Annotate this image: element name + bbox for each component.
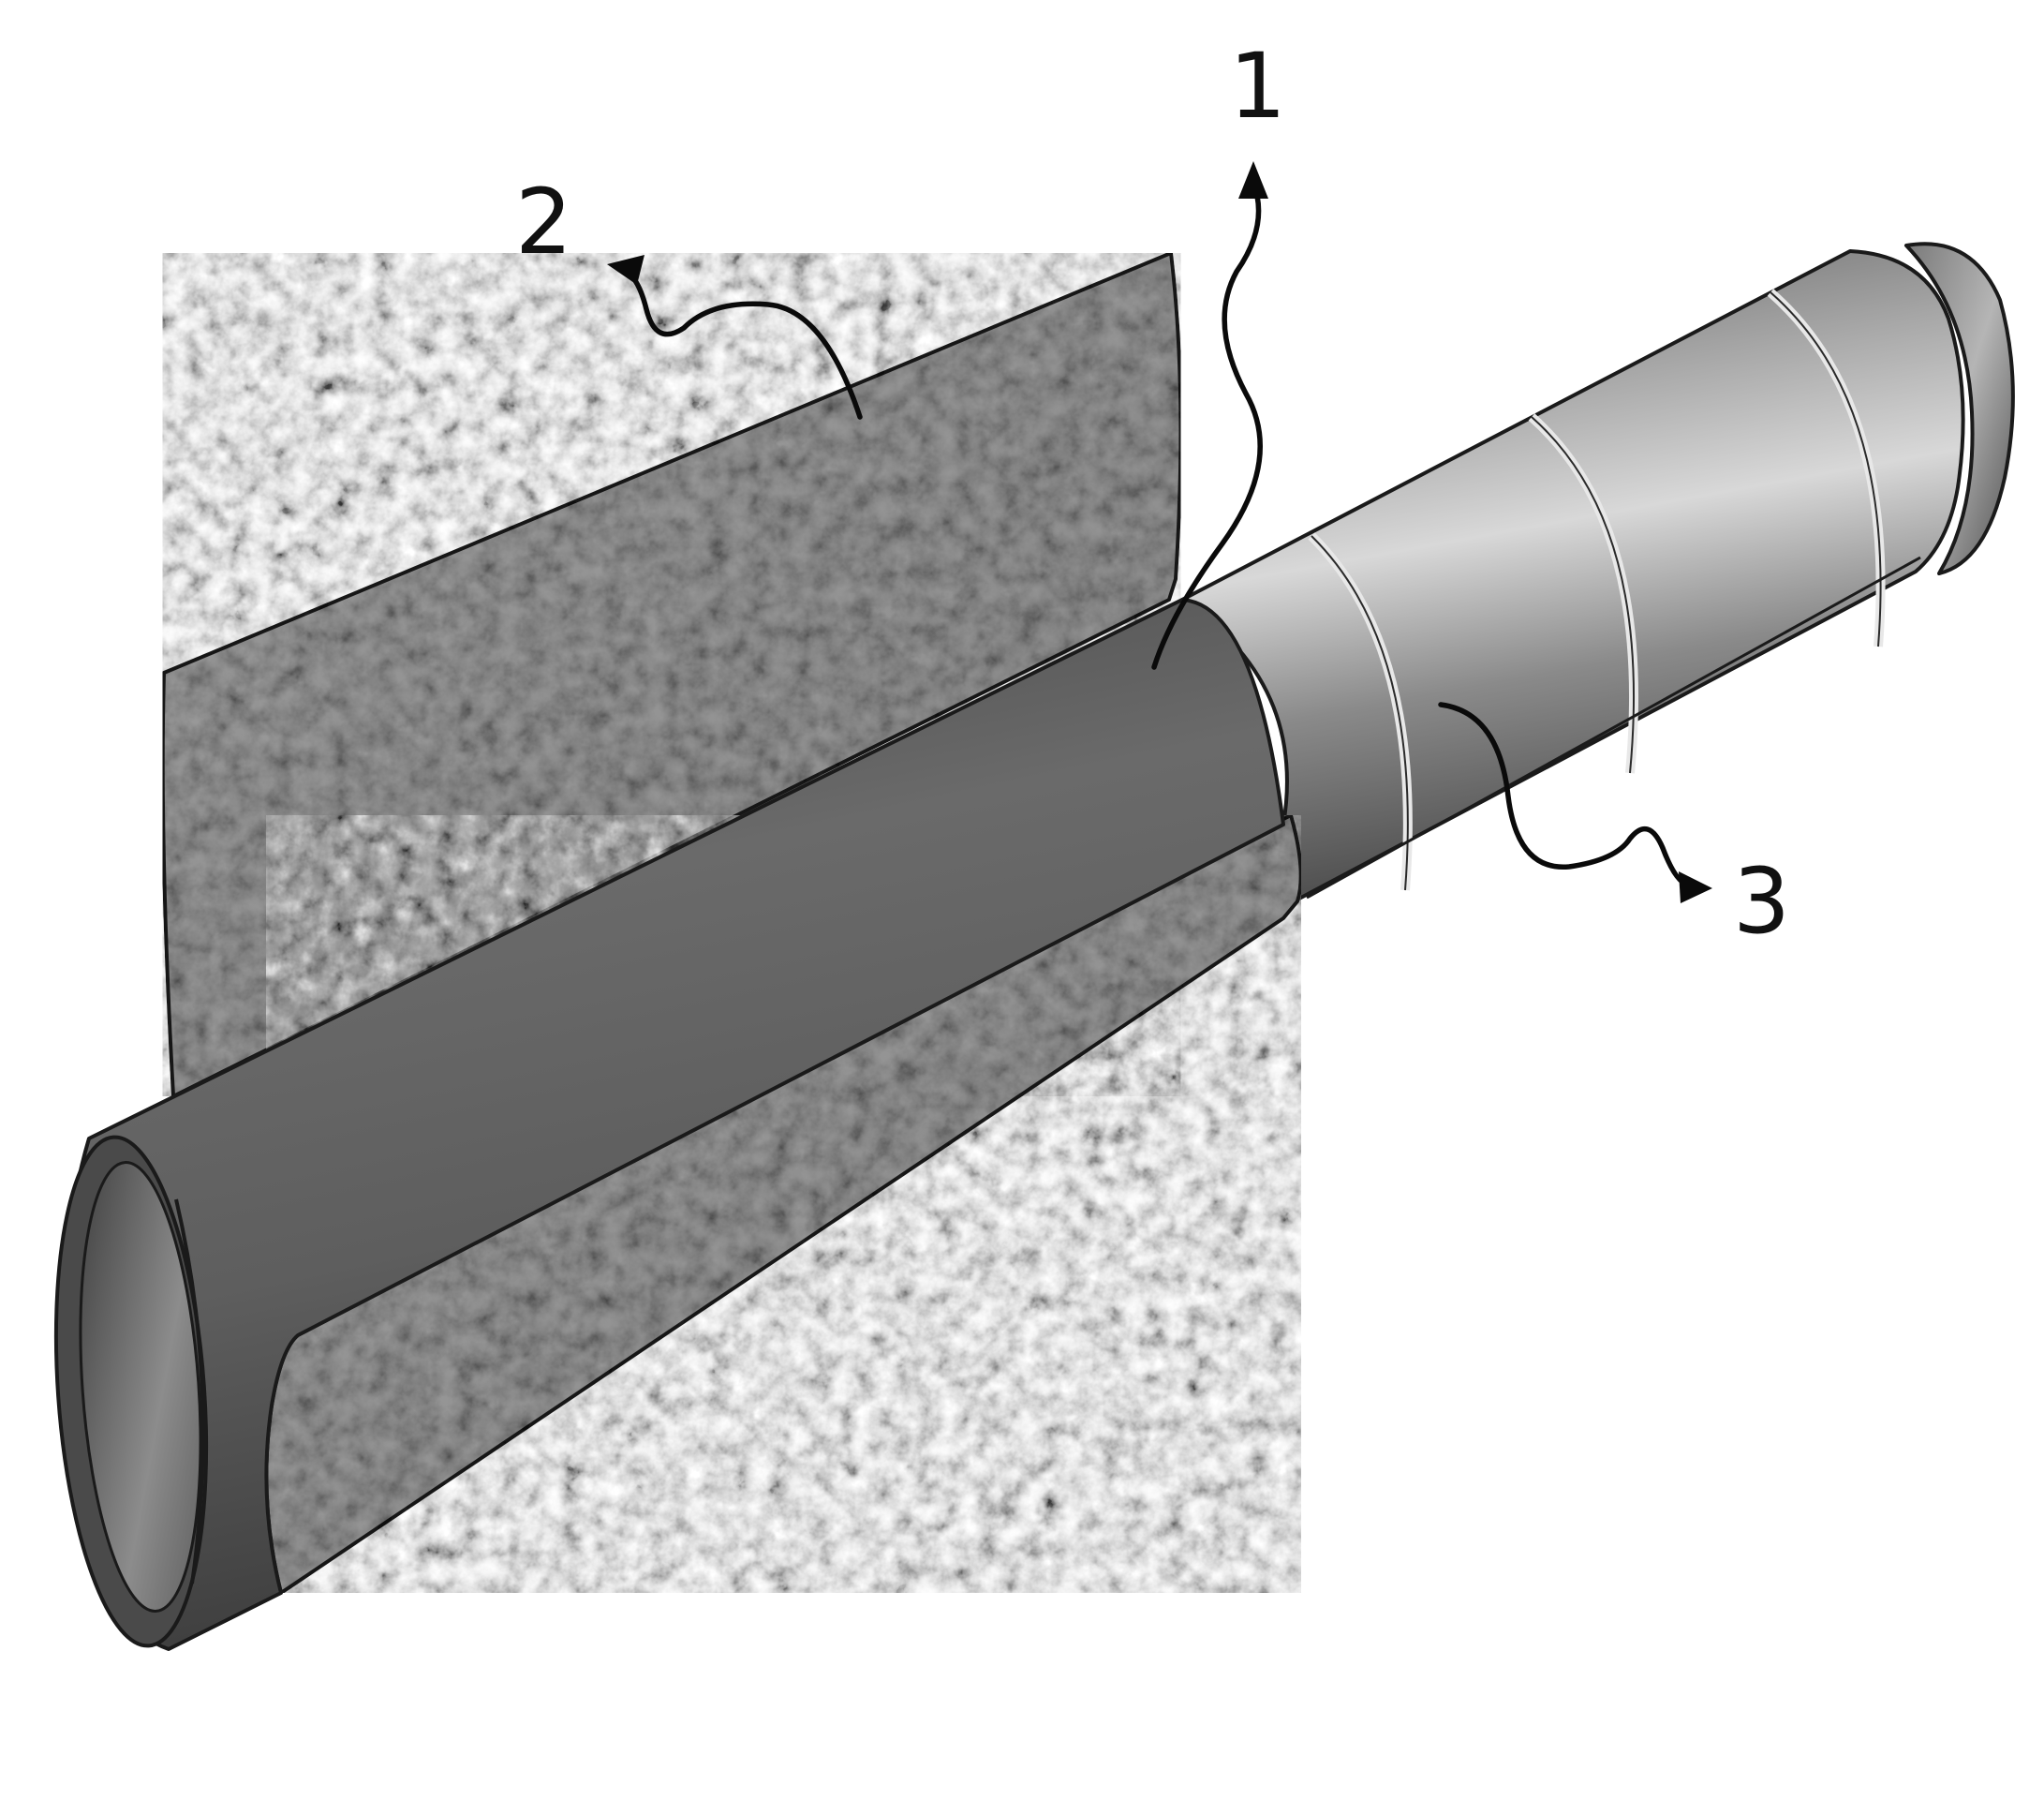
leader-line-2 xyxy=(617,267,863,420)
callout-2: 2 xyxy=(515,170,863,420)
inner-pipe xyxy=(53,598,1285,1651)
callout-label-2: 2 xyxy=(515,170,572,275)
callout-label-1: 1 xyxy=(1229,34,1286,139)
arrowhead-icon xyxy=(1238,161,1268,199)
callout-3: 3 xyxy=(1438,702,1790,954)
callout-1: 1 xyxy=(1151,34,1286,670)
leader-line-3 xyxy=(1438,702,1694,888)
arrowhead-icon xyxy=(1679,871,1712,903)
arrowhead-icon xyxy=(607,255,644,285)
leader-line-1 xyxy=(1151,180,1263,670)
callout-label-3: 3 xyxy=(1733,849,1790,954)
outer-shell xyxy=(1180,242,2015,901)
